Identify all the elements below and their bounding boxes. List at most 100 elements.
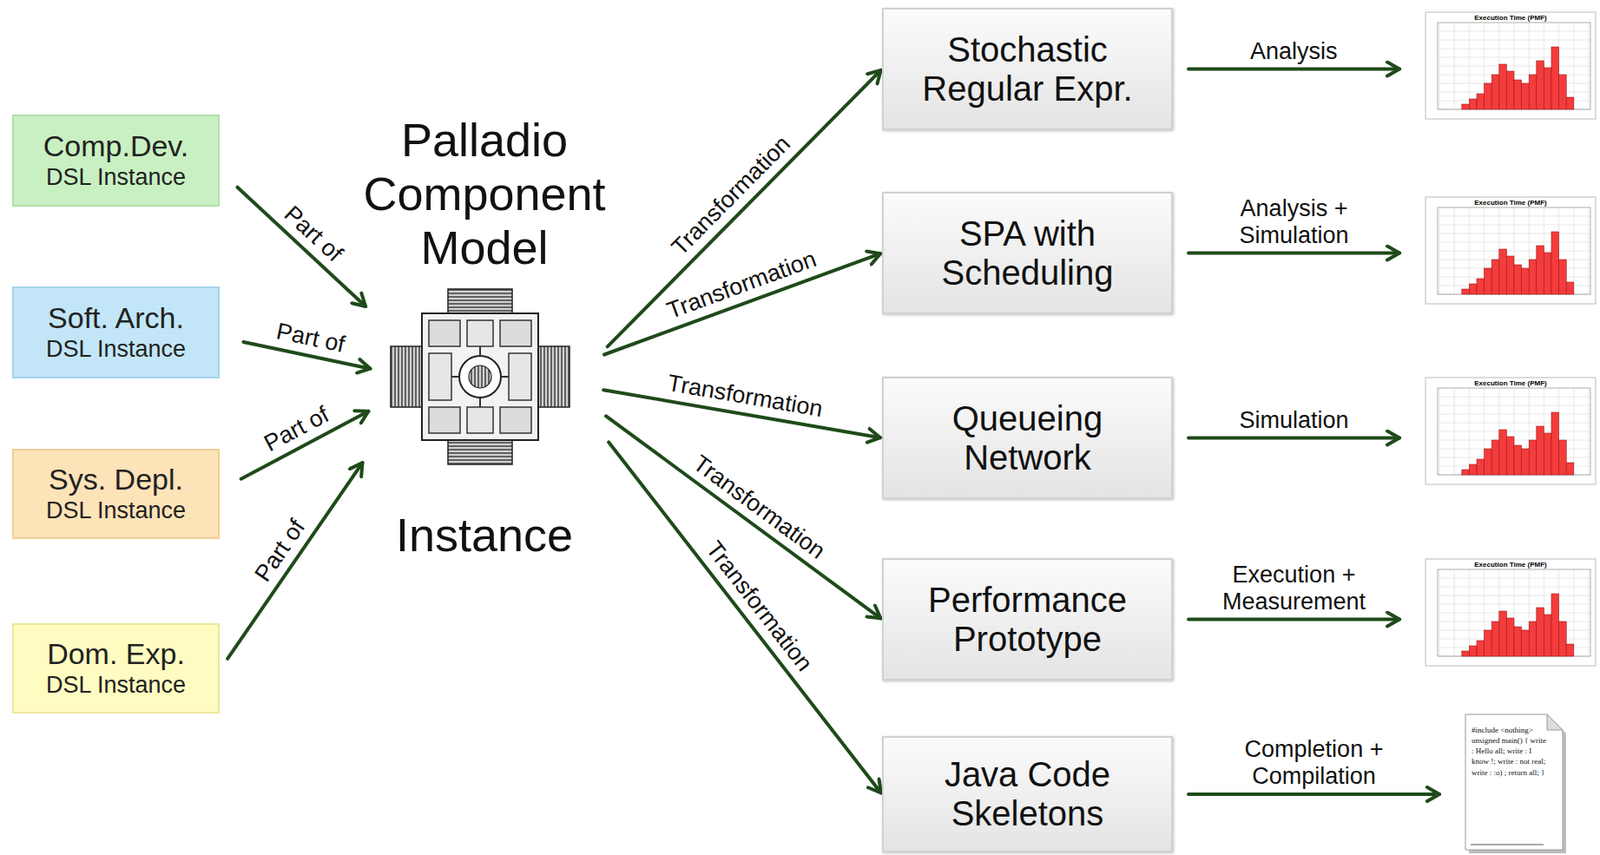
histogram-bar — [1521, 448, 1530, 475]
connector-arrow — [227, 462, 363, 659]
histogram-bar — [1559, 621, 1568, 657]
node-text: DSL Instance — [46, 335, 186, 363]
graphic-part — [428, 320, 461, 347]
graphic-part — [467, 407, 494, 434]
histogram-bar — [1521, 83, 1530, 110]
edge-label: Part of — [259, 401, 334, 458]
histogram-bar — [1506, 436, 1515, 475]
histogram-bar — [1499, 64, 1508, 110]
node-text: Palladio Component Model — [351, 112, 618, 275]
edge-label: Analysis + Simulation — [1203, 195, 1386, 250]
dsl-instance-box: Comp.Dev.DSL Instance — [12, 114, 220, 207]
histogram-bar — [1491, 621, 1500, 657]
node-text: #include <nothing> unsigned main() { wri… — [1471, 724, 1549, 778]
edge-label: Simulation — [1239, 407, 1350, 435]
code-page — [1465, 714, 1567, 854]
dsl-instance-box: Sys. Depl.DSL Instance — [12, 448, 220, 540]
artifact-box: Performance Prototype — [882, 558, 1173, 681]
histogram-bar — [1536, 426, 1545, 475]
histogram-bar — [1484, 268, 1493, 295]
node-text: Soft. Arch. — [47, 301, 185, 336]
edge-label: Analysis — [1250, 38, 1338, 66]
histogram-bar — [1551, 593, 1560, 657]
histogram-bar — [1528, 74, 1537, 110]
histogram-bar — [1491, 74, 1500, 110]
dsl-instance-box: Dom. Exp.DSL Instance — [12, 623, 220, 714]
histogram-bar — [1566, 282, 1574, 295]
connector-arrow — [1188, 251, 1400, 256]
histogram-bar — [1559, 74, 1568, 110]
histogram-bar — [1514, 626, 1522, 657]
histogram-bar — [1551, 231, 1560, 295]
artifact-box: Stochastic Regular Expr. — [882, 7, 1173, 131]
histogram-bar — [1521, 268, 1530, 295]
histogram-chart: Execution Time (PMF) — [1425, 197, 1596, 304]
node-text: DSL Instance — [46, 163, 186, 191]
histogram-bar — [1551, 412, 1560, 475]
node-text: Queueing Network — [894, 399, 1161, 478]
histogram-bar — [1484, 83, 1493, 110]
node-text: Stochastic Regular Expr. — [894, 30, 1161, 109]
histogram-bar — [1491, 259, 1500, 295]
chart-grid — [1437, 388, 1591, 475]
connector-arrow — [237, 187, 367, 307]
chart-frame — [1425, 377, 1596, 485]
connector-arrow — [1188, 436, 1400, 441]
plot-area — [1437, 388, 1591, 475]
graphic-part — [428, 353, 452, 401]
graphic-part — [1547, 714, 1563, 731]
edge-label: Transformation — [666, 131, 797, 262]
connector-arrow — [604, 253, 881, 355]
histogram-bar — [1566, 644, 1574, 657]
node-text: Execution Time (PMF) — [1425, 197, 1596, 207]
histogram-charts — [1425, 12, 1596, 666]
connector-arrow — [241, 411, 369, 480]
connector-arrow — [605, 415, 881, 619]
node-text: Java Code Skeletons — [894, 755, 1161, 834]
histogram-bar — [1536, 607, 1545, 657]
edge-label: Part of — [273, 317, 347, 359]
histogram-bar — [1551, 46, 1560, 110]
chart-frame — [1425, 559, 1596, 666]
artifact-box: Java Code Skeletons — [882, 736, 1173, 853]
graphic-part — [459, 355, 501, 398]
histogram — [1425, 197, 1596, 304]
node-text: Sys. Depl. — [48, 462, 184, 497]
histogram-bar — [1468, 464, 1477, 475]
histogram-bar — [1476, 459, 1485, 475]
histogram-bar — [1506, 71, 1515, 110]
graphic-part — [500, 320, 532, 347]
histogram-bar — [1476, 640, 1485, 657]
histogram-bar — [1484, 630, 1493, 657]
chart-grid — [1437, 22, 1591, 110]
histogram-bar — [1461, 469, 1470, 475]
graphic-part — [508, 353, 532, 401]
histogram-bar — [1461, 104, 1470, 110]
node-text: Comp.Dev. — [43, 129, 190, 164]
histogram-bar — [1528, 440, 1537, 475]
edge-label: Transformation — [688, 449, 831, 565]
histogram-chart: Execution Time (PMF) — [1425, 12, 1596, 119]
histogram — [1425, 559, 1596, 666]
histogram-bar — [1559, 440, 1568, 475]
histogram-chart: Execution Time (PMF) — [1425, 377, 1596, 485]
histogram-bar — [1506, 256, 1515, 295]
graphic-part — [428, 407, 461, 434]
node-text: Execution Time (PMF) — [1425, 559, 1596, 569]
node-text: SPA with Scheduling — [894, 214, 1161, 293]
graphic-part — [1465, 714, 1563, 850]
histogram-bar — [1543, 67, 1552, 110]
chart-grid — [1437, 569, 1591, 657]
chart-frame — [1425, 12, 1596, 119]
connector-arrow — [608, 441, 882, 793]
histogram-bar — [1543, 433, 1552, 475]
edge-label: Transformation — [663, 245, 820, 325]
artifact-box: SPA with Scheduling — [882, 191, 1173, 315]
graphic-part — [1470, 844, 1544, 846]
histogram — [1425, 377, 1596, 485]
model-instance: Palladio Component ModelInstance — [351, 112, 618, 565]
histogram-chart: Execution Time (PMF) — [1425, 559, 1596, 666]
node-text: DSL Instance — [46, 496, 186, 525]
histogram-bar — [1566, 462, 1574, 475]
graphic-part — [467, 320, 494, 347]
